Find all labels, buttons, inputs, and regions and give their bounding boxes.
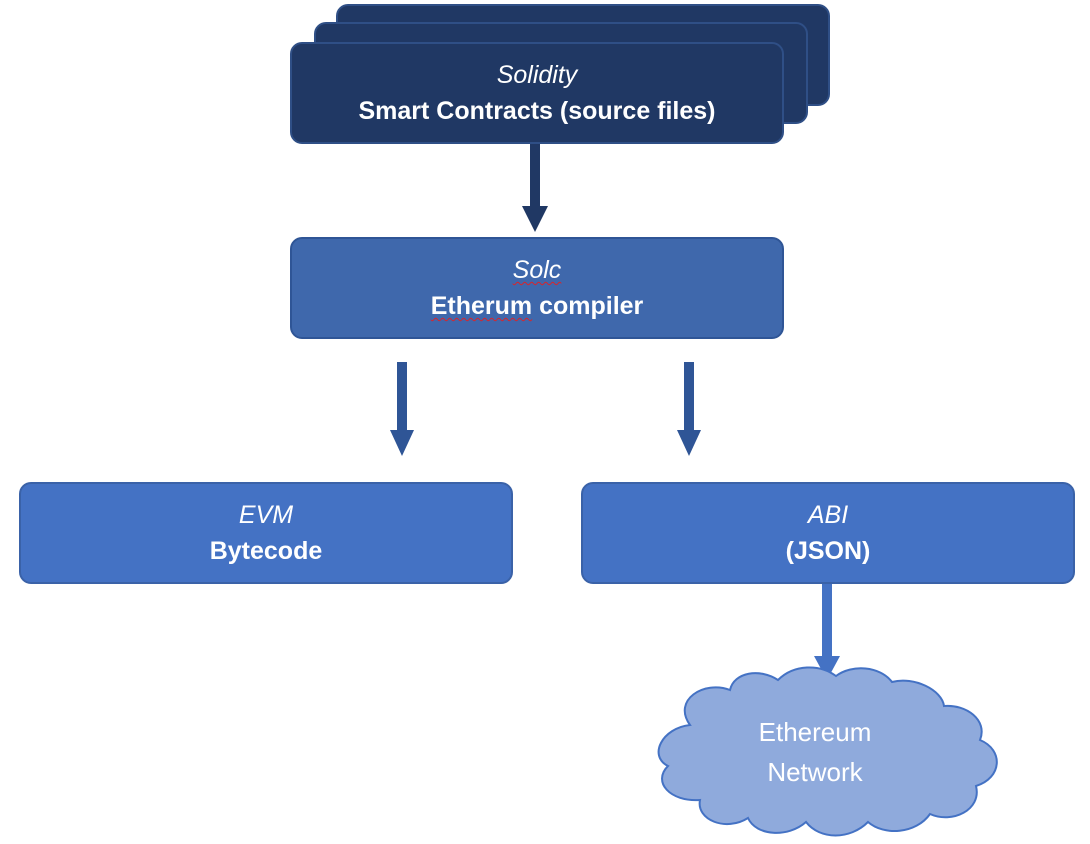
source-files-title: Smart Contracts (source files) [358,97,716,125]
arrow-compiler-to-abi [677,362,701,456]
compiler-title-rest: compiler [532,292,644,320]
compiler-name-label: Solc [513,252,562,288]
bytecode-title: Bytecode [209,537,323,565]
abi-json-box: ABI (JSON) [581,482,1075,584]
evm-bytecode-box: EVM Bytecode [19,482,513,584]
compiler-title: Etherum compiler [431,288,644,324]
abi-label: ABI [807,501,849,529]
compiler-box: Solc Etherum compiler [290,237,784,339]
network-line-1: Ethereum [758,717,872,747]
source-files-box: Solidity Smart Contracts (source files) [290,42,784,144]
arrow-compiler-to-evm [390,362,414,456]
compiler-name-text: Solc [512,256,562,284]
ethereum-network-cloud-icon [657,666,998,837]
arrow-source-to-compiler [522,144,548,232]
evm-label: EVM [238,501,294,529]
json-title: (JSON) [785,537,871,565]
network-line-2: Network [767,757,863,787]
source-language-label: Solidity [496,61,578,89]
compiler-title-misspelled-word: Etherum [430,292,533,320]
arrow-abi-to-network [814,584,840,680]
ethereum-network-label: Ethereum Network [740,712,890,792]
